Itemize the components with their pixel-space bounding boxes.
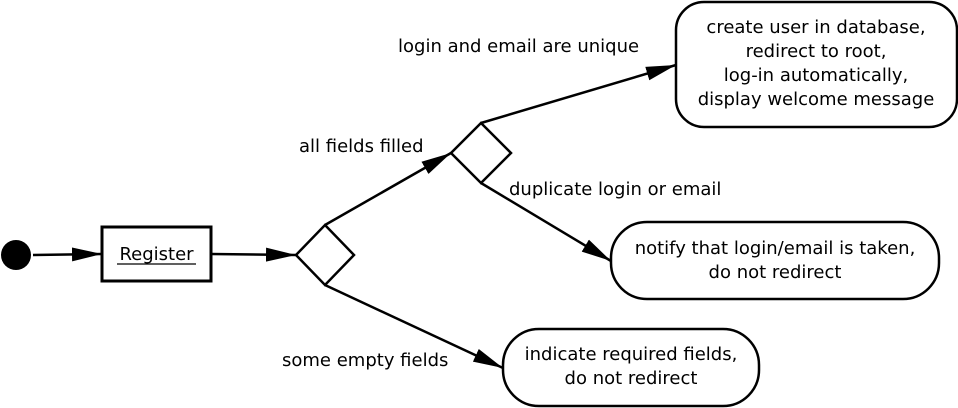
decision-unique-check	[449, 121, 513, 185]
create-user-line1: create user in database,	[706, 17, 925, 38]
label-duplicate-login-email: duplicate login or email	[509, 179, 721, 200]
edge-login-email-unique	[480, 63, 677, 125]
create-user-line3: log-in automatically,	[724, 65, 909, 86]
create-user-line4: display welcome message	[698, 89, 935, 110]
edge-start-to-register	[32, 247, 103, 262]
label-login-email-unique: login and email are unique	[398, 36, 639, 57]
edge-duplicate-login-email	[480, 181, 612, 263]
edge-register-to-decision	[210, 247, 297, 262]
edge-some-empty-fields	[324, 283, 504, 370]
notify-taken-line1: notify that login/email is taken,	[635, 238, 916, 259]
initial-node	[1, 240, 31, 270]
label-all-fields-filled: all fields filled	[299, 136, 424, 157]
action-create-user	[674, 0, 958, 129]
register-action	[100, 225, 213, 283]
action-indicate-required	[501, 327, 761, 408]
label-some-empty-fields: some empty fields	[282, 350, 448, 371]
action-notify-taken	[609, 220, 941, 301]
decision-fields-check	[294, 223, 356, 287]
indicate-required-line1: indicate required fields,	[525, 344, 738, 365]
create-user-line2: redirect to root,	[746, 41, 887, 62]
indicate-required-line2: do not redirect	[565, 368, 698, 389]
register-label: Register	[119, 244, 194, 265]
edge-all-fields-filled	[324, 151, 452, 227]
notify-taken-line2: do not redirect	[709, 262, 842, 283]
